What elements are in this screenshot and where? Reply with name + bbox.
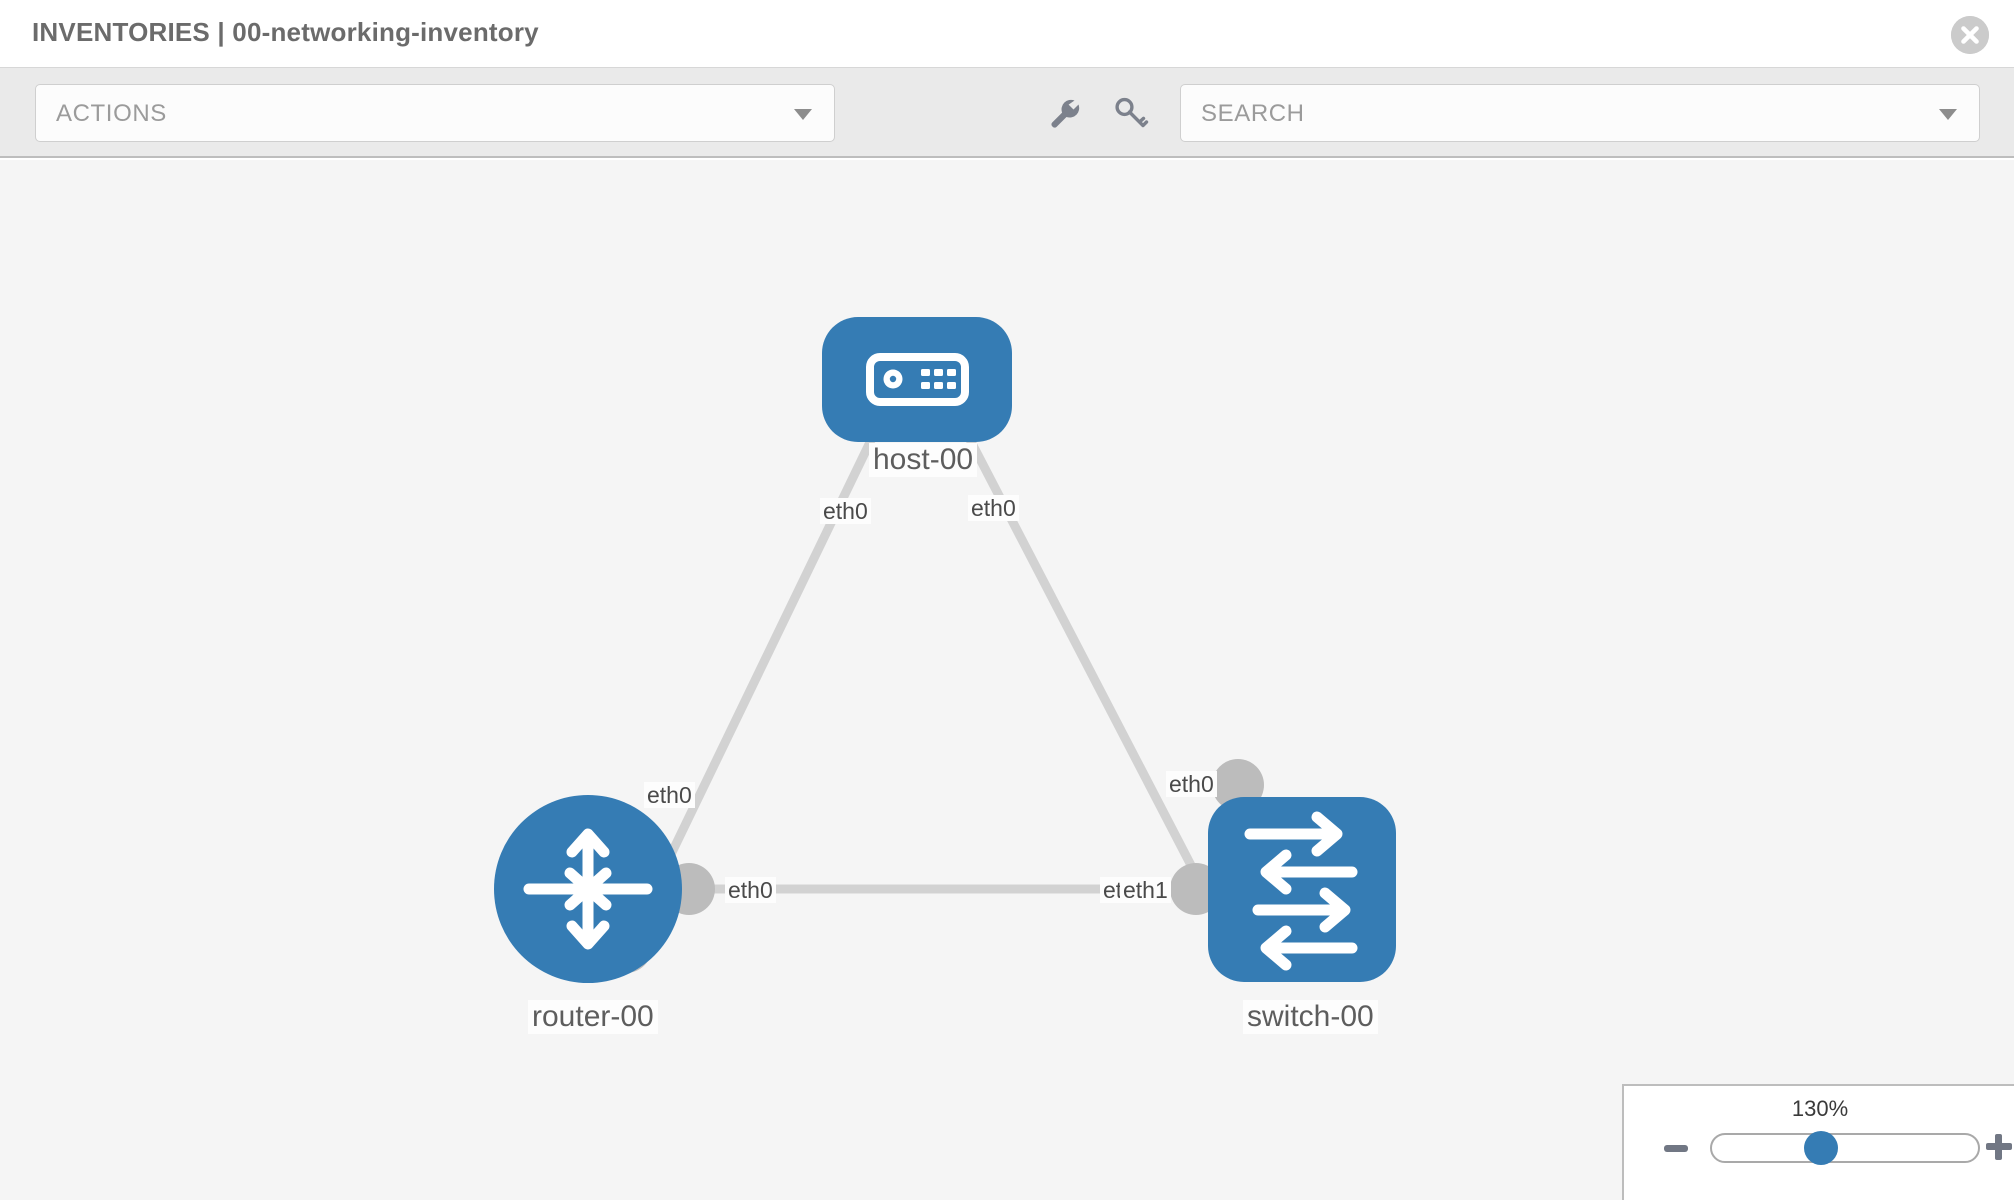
page-title: INVENTORIES | 00-networking-inventory [32, 17, 539, 47]
search-placeholder: SEARCH [1201, 100, 1305, 127]
edge-label-host-left: eth0 [820, 498, 871, 525]
topology-graph [494, 317, 1396, 983]
page-header: INVENTORIES | 00-networking-inventory [0, 0, 2014, 68]
edge-label-router-right: eth0 [725, 877, 776, 904]
node-label-switch-00[interactable]: switch-00 [1243, 1000, 1378, 1034]
node-switch-00 [1208, 797, 1396, 982]
close-icon[interactable] [1951, 16, 1989, 54]
node-label-router-00[interactable]: router-00 [528, 1000, 658, 1034]
zoom-level-value: 130% [1791, 1096, 1849, 1121]
wrench-icon[interactable] [1044, 93, 1084, 133]
zoom-control-panel: 130% [1622, 1084, 2014, 1200]
edge-label-switch-up: eth0 [1166, 771, 1217, 798]
search-input[interactable]: SEARCH [1180, 84, 1980, 142]
edge-label-switch-left-upper: eth1 [1120, 877, 1171, 904]
server-device-icon [866, 353, 969, 406]
chevron-down-icon [794, 109, 812, 120]
router-arrows-icon [523, 828, 653, 950]
zoom-out-button[interactable] [1664, 1145, 1688, 1152]
actions-dropdown[interactable]: ACTIONS [35, 84, 835, 142]
key-icon[interactable] [1110, 93, 1150, 133]
zoom-slider-track[interactable] [1710, 1133, 1980, 1163]
node-label-host-00[interactable]: host-00 [869, 443, 978, 477]
zoom-slider-handle[interactable] [1804, 1131, 1838, 1165]
actions-dropdown-label: ACTIONS [56, 100, 167, 127]
edge-label-router-up: eth0 [644, 782, 695, 809]
node-router-00 [494, 795, 682, 983]
node-host-00 [822, 317, 1012, 442]
topology-canvas[interactable]: eth0 eth0 eth0 eth0 eth0 eth0 eth1 host-… [0, 160, 2014, 1200]
zoom-in-button[interactable] [1986, 1134, 2012, 1160]
edge-label-host-right: eth0 [968, 495, 1019, 522]
chevron-down-icon [1939, 109, 1957, 120]
switch-arrows-icon [1244, 811, 1358, 971]
